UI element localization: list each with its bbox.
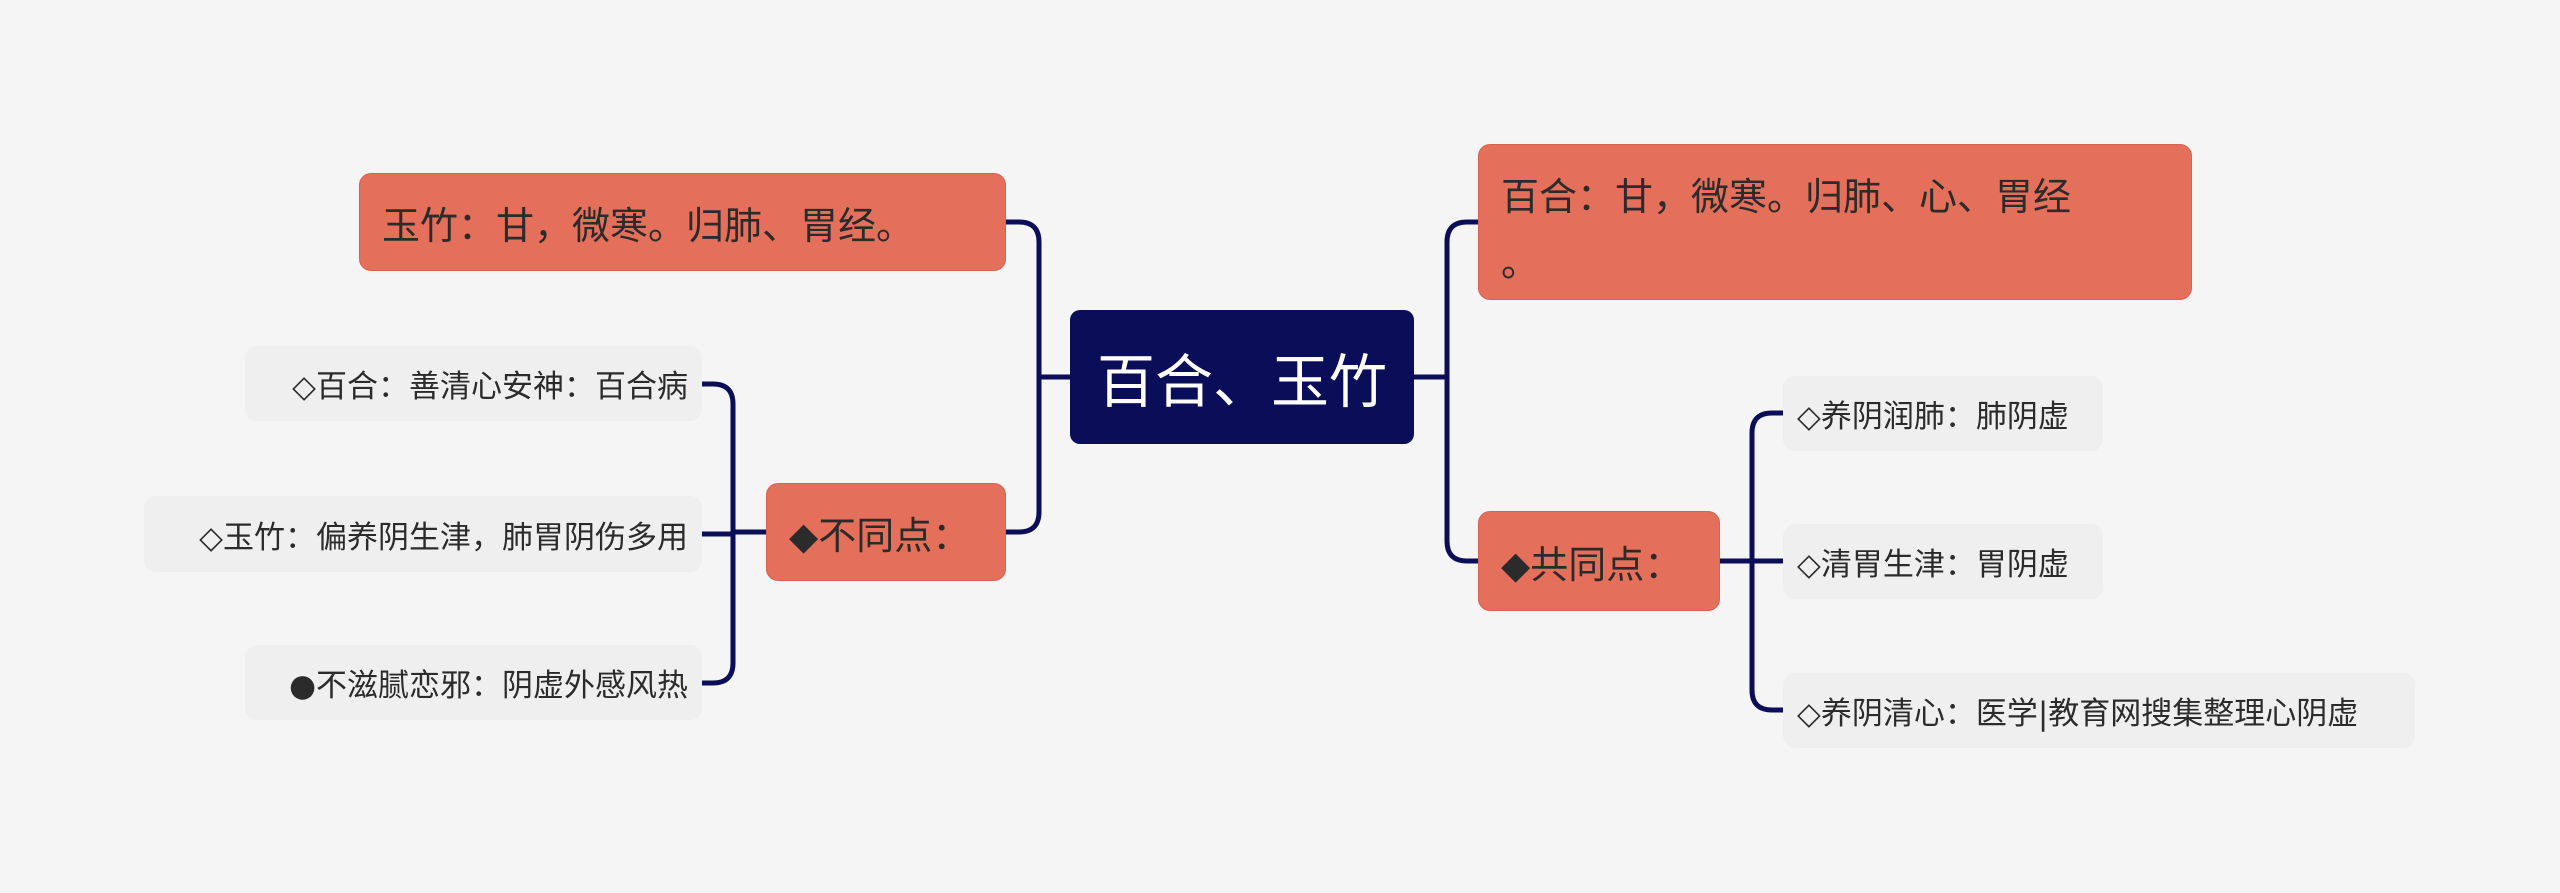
baihe-node[interactable]: 百合：甘，微寒。归肺、心、胃经 。 [1478, 144, 2192, 300]
root-label: 百合、玉竹 [1096, 348, 1387, 416]
difference-item-label: ◇玉竹：偏养阴生津，肺胃阴伤多用 [199, 519, 688, 556]
differences-label: ◆不同点： [789, 513, 971, 558]
differences-node[interactable]: ◆不同点： [766, 483, 1006, 581]
similarity-item[interactable]: ◇养阴润肺：肺阴虚 [1783, 376, 2103, 451]
yuzhu-node[interactable]: 玉竹：甘，微寒。归肺、胃经。 [359, 173, 1006, 271]
connector-right-baihe [1444, 219, 1478, 377]
difference-item-label: ◇百合：善清心安神：百合病 [292, 369, 688, 405]
similarities-node[interactable]: ◆共同点： [1478, 511, 1720, 611]
difference-item-label: ●不滋腻恋邪：阴虚外感风热 [288, 668, 688, 704]
yuzhu-label: 玉竹：甘，微寒。归肺、胃经。 [382, 203, 915, 248]
connector-left-yuzhu [1006, 219, 1042, 377]
connector-diff-1 [702, 381, 736, 532]
baihe-label: 百合：甘，微寒。归肺、心、胃经 [1501, 175, 2072, 219]
similarity-item[interactable]: ◇养阴清心：医学|教育网搜集整理心阴虚 [1783, 673, 2415, 748]
difference-item[interactable]: ●不滋腻恋邪：阴虚外感风热 [245, 645, 702, 720]
root-node[interactable]: 百合、玉竹 [1070, 310, 1414, 444]
connector-sim-1 [1749, 410, 1783, 561]
baihe-label-tail: 。 [1501, 241, 1540, 285]
connector-diff-3 [702, 532, 736, 686]
similarity-item-label: ◇清胃生津：胃阴虚 [1797, 547, 2069, 583]
similarity-item-label: ◇养阴润肺：肺阴虚 [1797, 399, 2069, 435]
similarity-item-label: ◇养阴清心：医学|教育网搜集整理心阴虚 [1797, 696, 2359, 732]
similarities-label: ◆共同点： [1501, 542, 1683, 587]
connector-left-differences [1006, 377, 1042, 535]
difference-item[interactable]: ◇百合：善清心安神：百合病 [245, 346, 702, 421]
similarity-item[interactable]: ◇清胃生津：胃阴虚 [1783, 524, 2103, 599]
connector-right-similarities [1444, 377, 1478, 564]
connector-sim-3 [1749, 561, 1783, 713]
difference-item[interactable]: ◇玉竹：偏养阴生津，肺胃阴伤多用 [144, 496, 702, 572]
